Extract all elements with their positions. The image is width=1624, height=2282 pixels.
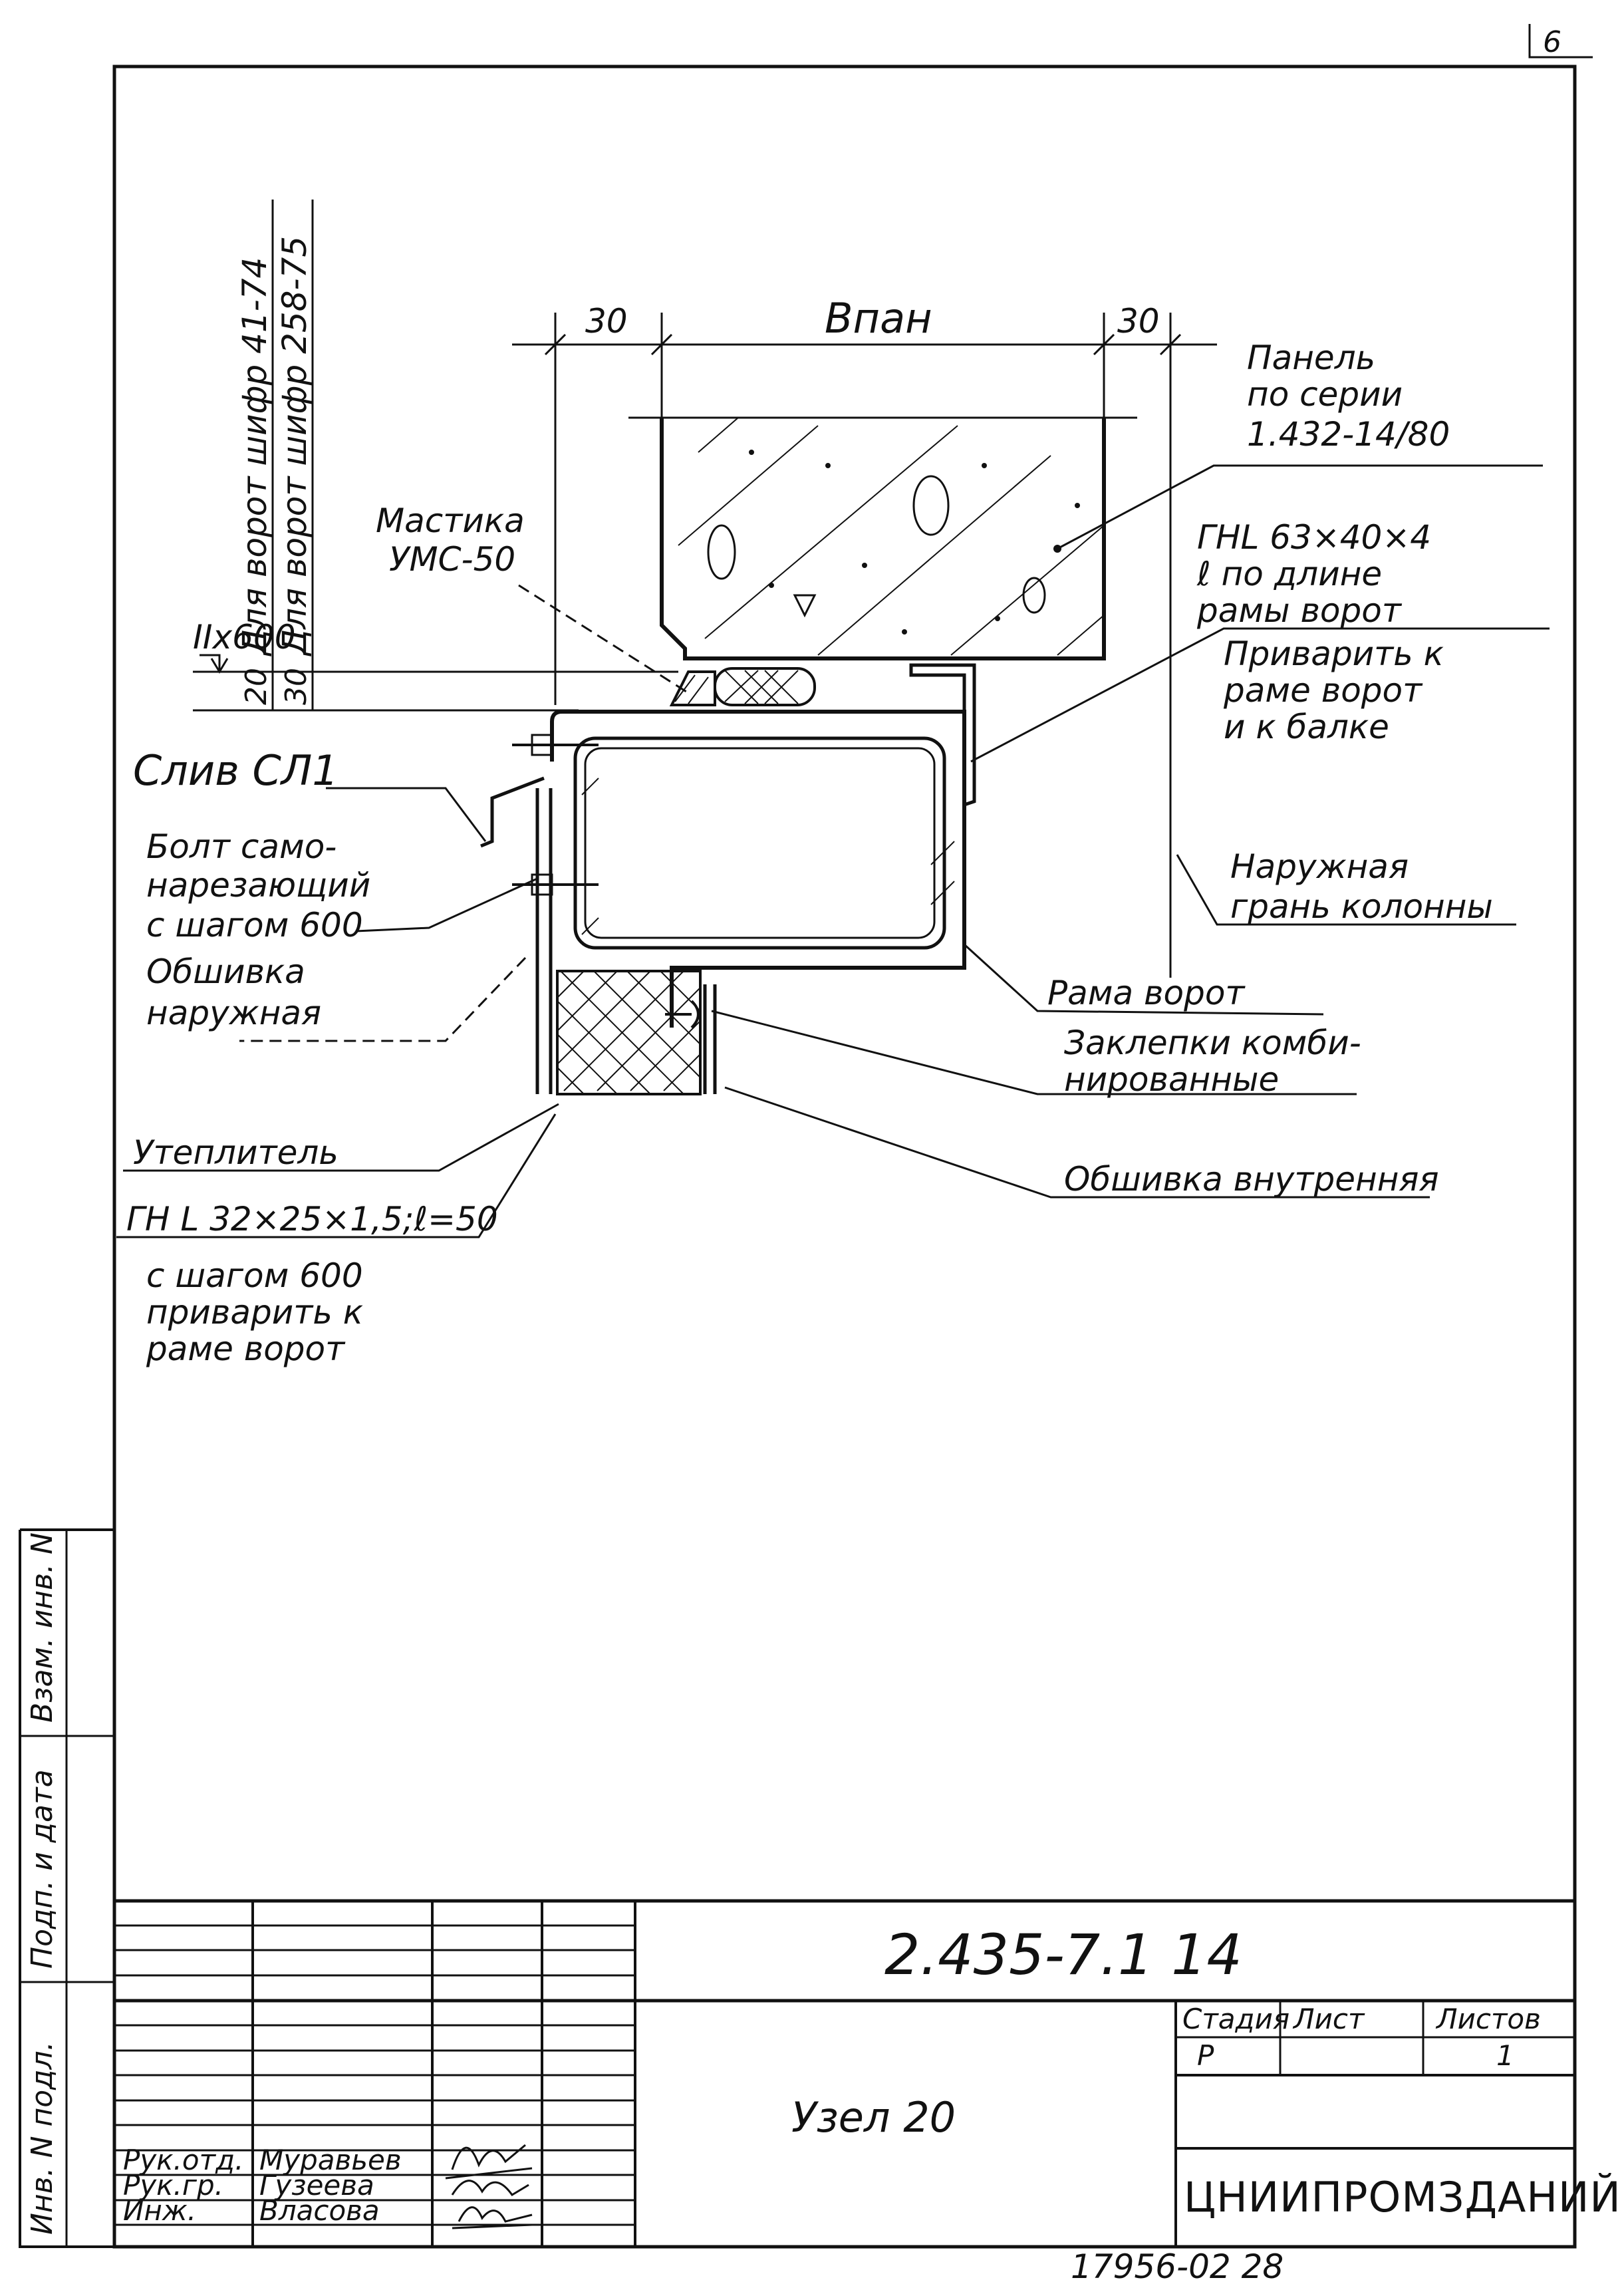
callout-rivets: Заклепки комби- нированные [1064,1024,1361,1099]
corner-stamp: 6 [1528,24,1593,59]
callout-bolt: Болт само- нарезающий с шагом 600 [146,827,370,944]
dimension-20: 20 [239,668,273,705]
outer-skin [535,788,553,1094]
corner-mark: 6 [1543,25,1561,59]
stage-value: Р [1197,2039,1214,2072]
bolt-label-3: с шагом 600 [146,906,363,944]
mastic-label-1: Мастика [376,501,525,540]
sheet-frame [112,65,1577,2249]
side-stamp-replaced-inventory: Взам. инв. N [25,1532,59,1723]
gate-frame-label: Рама ворот [1047,974,1246,1012]
bottom-angle-label-1: ГН L 32×25×1,5;ℓ=50 [126,1200,498,1238]
drip-flashing [480,776,545,848]
elevation-lines: IIx600 20 30 Для ворот шифр 41-74 Для во… [193,200,678,712]
sheets-value: 1 [1496,2039,1514,2072]
concrete-panel [628,416,1137,660]
callout-column-face: Наружная грань колонны [1230,847,1493,926]
role-head-of-department: Рук.отд. [123,2144,243,2176]
side-stamp-signature-date: Подп. и дата [25,1769,59,1969]
name-muravyev: Муравьев [259,2144,402,2176]
inner-skin-label: Обшивка внутренняя [1064,1160,1439,1199]
vertical-note-gate-258-75: Для ворот шифр 258-75 [275,236,314,656]
footer-code: 17956-02 28 [1071,2247,1284,2282]
dimension-30: 30 [279,668,313,705]
leader-lines [116,464,1550,1238]
dimension-chain-top: 30 Впан 30 [512,294,1217,978]
sheet-header: Лист [1292,2003,1365,2035]
insulation-label: Утеплитель [133,1133,338,1172]
node-name: Узел 20 [791,2093,956,2142]
callout-inner-skin: Обшивка внутренняя [1064,1160,1439,1199]
dimension-span: Впан [825,294,932,343]
name-vlasova: Власова [259,2194,380,2227]
panel-label-1: Панель [1247,339,1375,377]
callout-drip: Слив СЛ1 [133,746,338,795]
column-face-label-2: грань колонны [1230,887,1493,926]
inner-skin [703,984,717,1094]
callout-weld-note: Приварить к раме ворот и к балке [1223,635,1444,746]
dimension-right-30: 30 [1117,302,1160,341]
top-angle-label-2: ℓ по длине [1196,555,1382,593]
rivets-label-2: нированные [1064,1060,1279,1099]
callout-outer-skin: Обшивка наружная [146,952,321,1032]
bottom-angle-label-3: приварить к [146,1293,363,1332]
level-mark: IIx600 [193,618,296,656]
sheets-header: Листов [1435,2003,1541,2035]
mastic-label-2: УМС-50 [389,540,515,579]
name-guzeeva: Гузеева [259,2169,374,2202]
panel-label-3: 1.432-14/80 [1247,415,1450,454]
signatures [445,2144,533,2229]
vertical-note-gate-41-74: Для ворот шифр 41-74 [235,257,274,656]
callout-bottom-angle: ГН L 32×25×1,5;ℓ=50 с шагом 600 приварит… [126,1200,498,1368]
organization-name: ЦНИИПРОМЗДАНИЙ [1184,2173,1621,2221]
rivets-label-1: Заклепки комби- [1064,1024,1361,1062]
callout-top-angle: ГНL 63×40×4 ℓ по длине рамы ворот [1196,518,1431,630]
panel-label-2: по серии [1247,375,1403,414]
outer-skin-label-1: Обшивка [146,952,305,991]
rivet [665,1000,700,1029]
role-group-leader: Рук.гр. [123,2169,223,2202]
insulation-block [556,970,702,1095]
weld-note-3: и к балке [1224,708,1389,746]
weld-note-2: раме ворот [1223,671,1423,710]
side-stamp-inventory: Инв. N подл. [25,2041,59,2235]
dimension-left-30: 30 [585,302,628,341]
callout-panel: Панель по серии 1.432-14/80 [1247,339,1450,454]
role-engineer: Инж. [123,2194,196,2227]
callout-gate-frame: Рама ворот [1047,974,1246,1012]
outer-skin-label-2: наружная [146,994,321,1032]
bolt-label-2: нарезающий [146,866,370,905]
node-detail-drawing: 30 Впан 30 IIx600 [116,200,1550,1368]
stage-header: Стадия [1182,2003,1289,2035]
callout-insulation: Утеплитель [133,1133,338,1172]
mastic-seal [669,667,816,706]
callout-mastic: Мастика УМС-50 [376,501,525,579]
top-angle-label-3: рамы ворот [1196,591,1403,630]
bolt-label-1: Болт само- [146,827,337,866]
column-face-label-1: Наружная [1230,847,1409,886]
gate-frame-profile [550,710,966,1028]
document-number: 2.435-7.1 14 [884,1922,1242,1987]
self-tapping-bolts [512,734,599,896]
side-stamp: Инв. N подл. Подп. и дата Взам. инв. N [19,1528,114,2248]
bottom-angle-label-2: с шагом 600 [146,1256,363,1295]
drip-label: Слив СЛ1 [133,746,338,795]
top-angle-label-1: ГНL 63×40×4 [1197,518,1431,557]
bottom-angle-label-4: раме ворот [146,1330,346,1368]
weld-note-1: Приварить к [1224,635,1444,673]
title-block: 2.435-7.1 14 Узел 20 Стадия Лист Листов … [114,1899,1621,2247]
